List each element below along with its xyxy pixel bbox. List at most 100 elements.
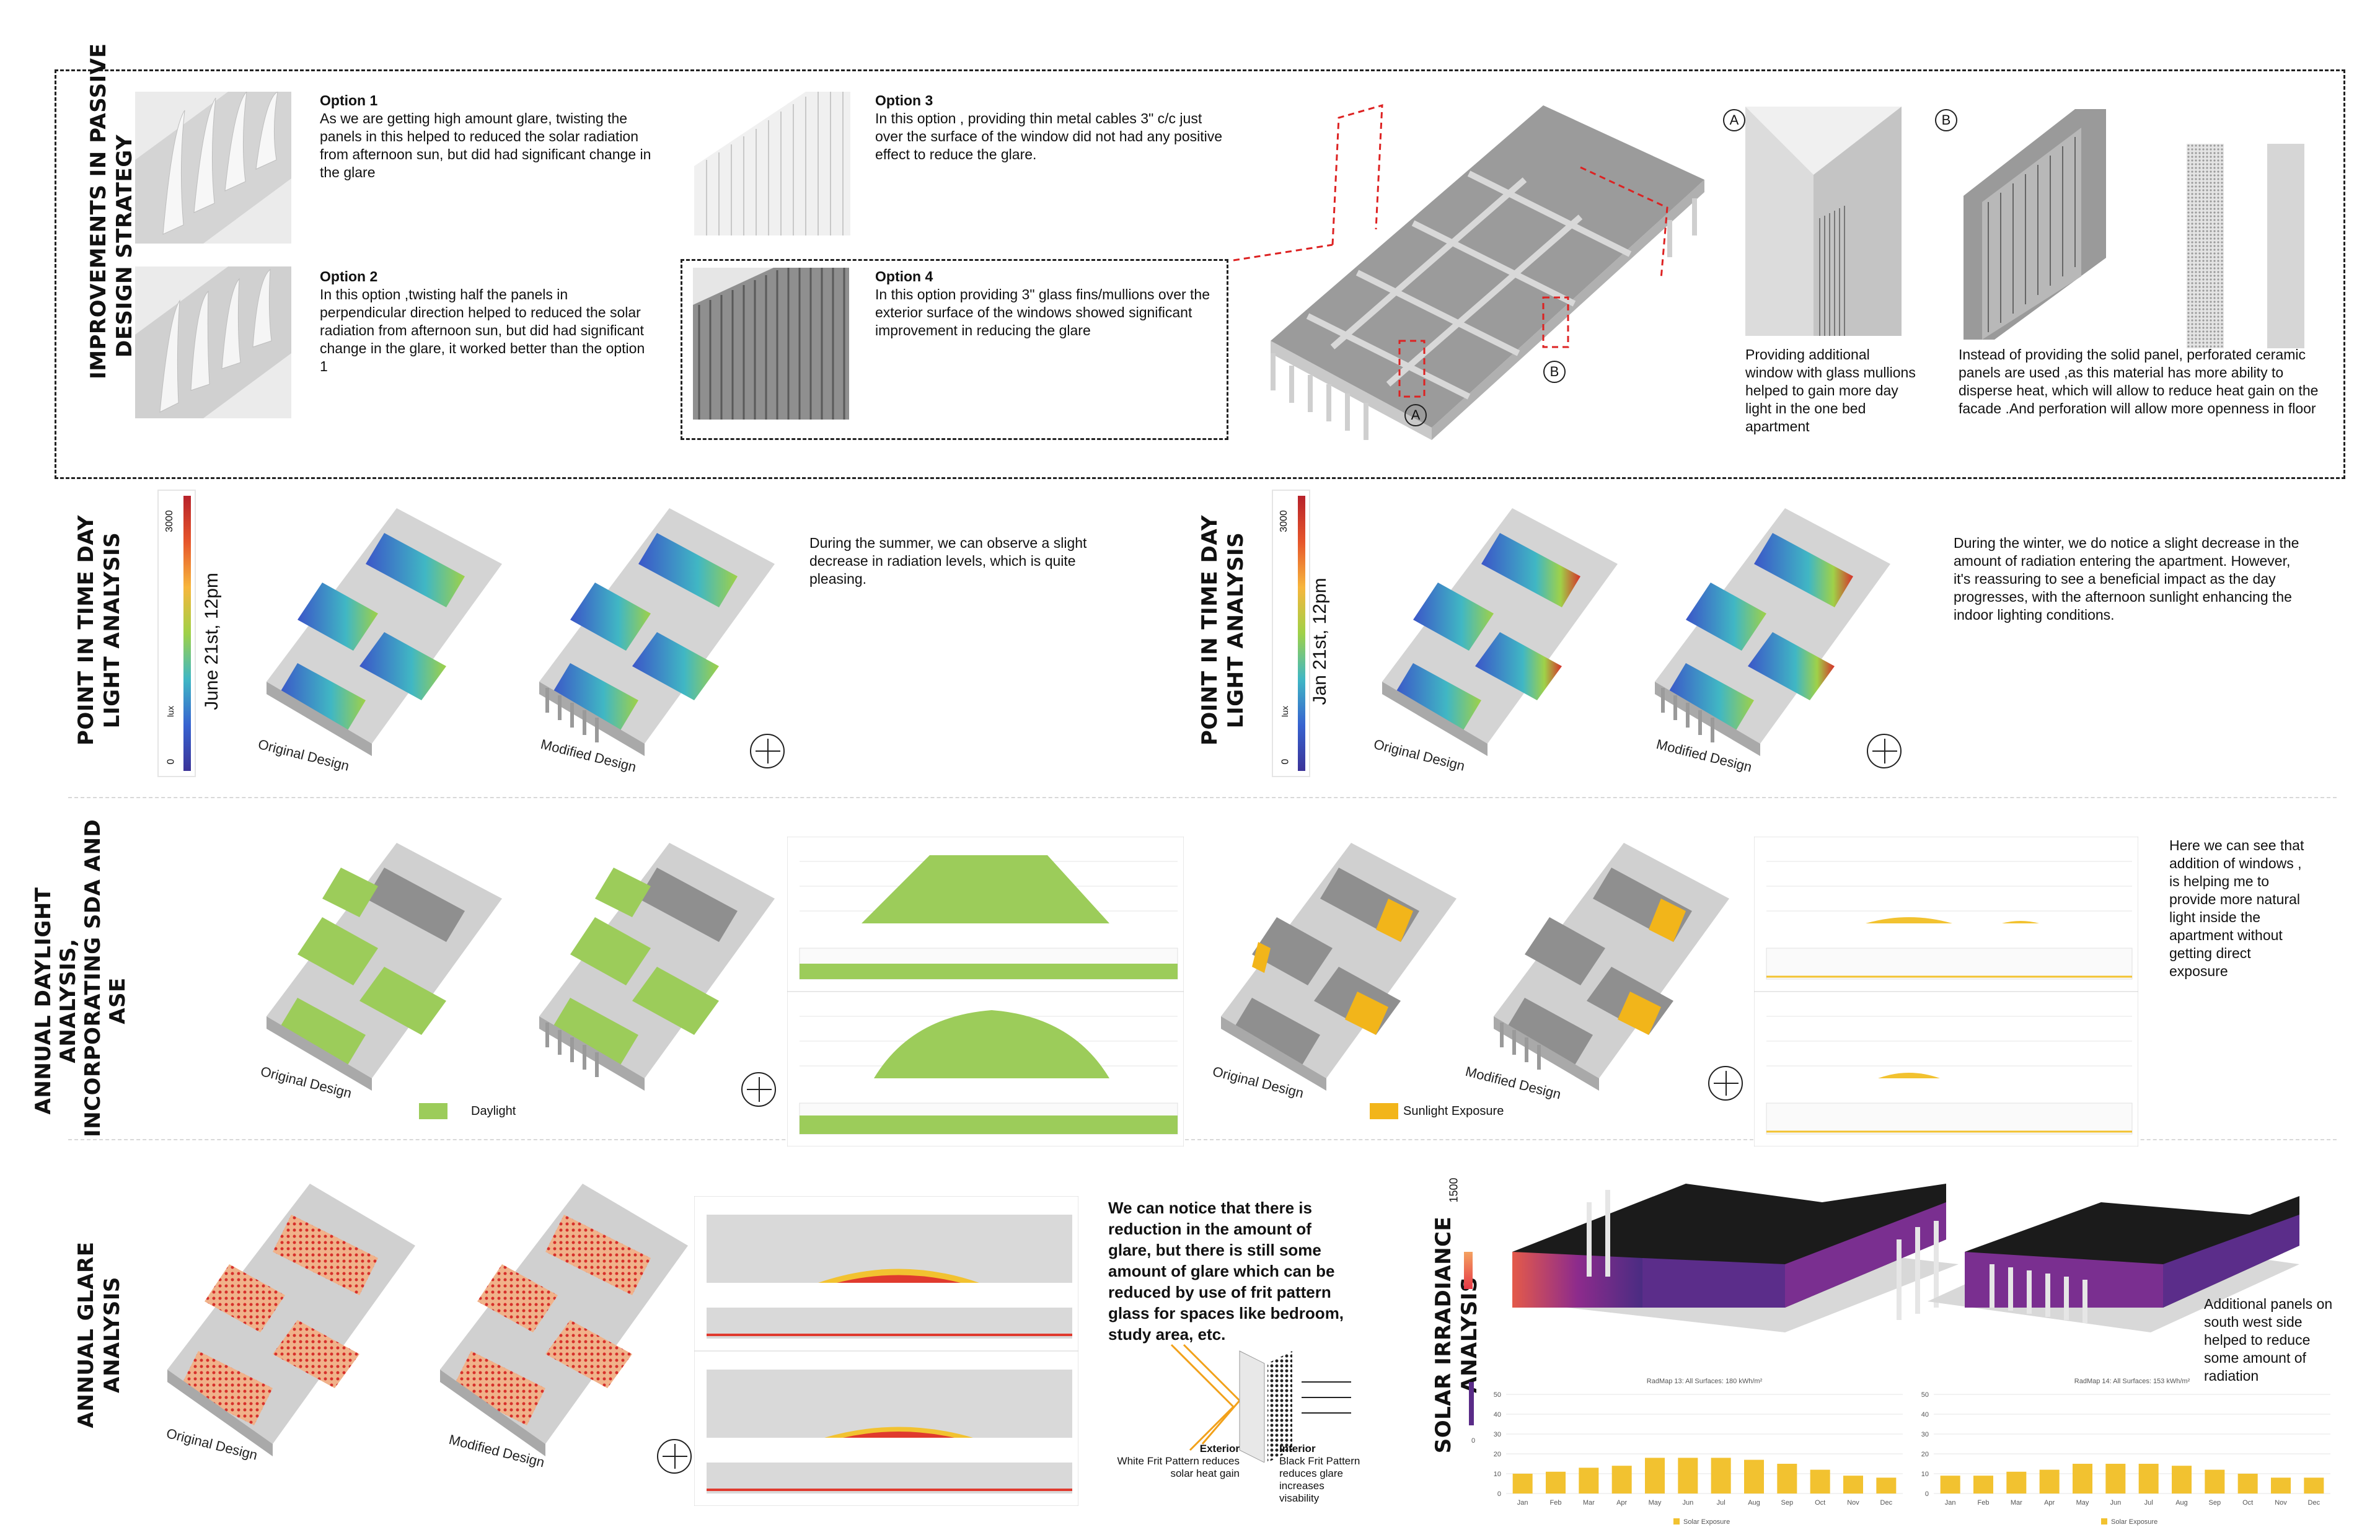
- glare-chart-original: [694, 1196, 1078, 1351]
- y-tick-label: 20: [1494, 1451, 1501, 1458]
- scale-max-winter: 3000: [1278, 510, 1289, 532]
- marker-a-plan: A: [1404, 404, 1427, 426]
- x-tick-label: Feb: [1978, 1499, 1990, 1507]
- option4-render: [693, 268, 849, 420]
- bar-jan: [1512, 1474, 1533, 1494]
- glare-text: We can notice that there is reduction in…: [1108, 1199, 1344, 1344]
- radmap-chart-modified: RadMap 14: All Surfaces: 153 kWh/m² 0102…: [1921, 1378, 2330, 1526]
- legend-sunlight-label: Sunlight Exposure: [1403, 1104, 1504, 1118]
- x-tick-label: Mar: [2011, 1499, 2022, 1507]
- bar-jun: [1678, 1458, 1698, 1494]
- bar-nov: [1843, 1476, 1863, 1494]
- option3-render: [694, 92, 850, 235]
- marker-b-plan: B: [1543, 361, 1566, 383]
- detail-b-render: [1963, 109, 2106, 340]
- winter-text: During the winter, we do notice a slight…: [1954, 535, 2299, 623]
- y-tick-label: 40: [1494, 1411, 1501, 1419]
- bar-feb: [1973, 1476, 1993, 1494]
- irradiance-scale-bar: [1464, 1252, 1473, 1289]
- pit-winter-original: [1382, 508, 1618, 756]
- ase-modified: [1494, 843, 1729, 1091]
- y-tick-label: 0: [1925, 1490, 1929, 1498]
- bar-aug: [1744, 1459, 1764, 1494]
- row3-side-text: Here we can see that addition of windows…: [2169, 837, 2304, 979]
- x-tick-label: Aug: [1748, 1499, 1760, 1507]
- option2-render: [135, 266, 291, 418]
- y-tick-label: 50: [1921, 1391, 1929, 1399]
- irradiance-model-original: [1512, 1184, 1959, 1332]
- bar-sep: [1777, 1464, 1797, 1494]
- sda-modified: [539, 843, 775, 1091]
- x-tick-label: Feb: [1550, 1499, 1562, 1507]
- scale-min-winter: 0: [1280, 759, 1291, 765]
- lux-scale-summer: [157, 490, 196, 777]
- x-tick-label: Mar: [1583, 1499, 1595, 1507]
- north-arrow-icon: [741, 1072, 776, 1107]
- bar-dec: [1876, 1477, 1897, 1494]
- ase-original: [1221, 843, 1457, 1091]
- north-arrow-icon: [1867, 734, 1902, 768]
- scale-min-summer: 0: [165, 759, 177, 765]
- divider-row2: [68, 797, 2337, 798]
- bar-apr: [1611, 1466, 1632, 1494]
- bar-aug: [2172, 1466, 2192, 1494]
- bar-apr: [2039, 1469, 2060, 1494]
- bar-may: [1645, 1458, 1665, 1494]
- x-tick-label: Sep: [2209, 1499, 2221, 1507]
- x-tick-label: Sep: [1781, 1499, 1794, 1507]
- glare-modified: [440, 1184, 688, 1456]
- legend-label-original: Solar Exposure: [1683, 1518, 1730, 1526]
- x-tick-label: Oct: [1815, 1499, 1825, 1507]
- lux-scale-winter: [1272, 490, 1310, 777]
- bar-jul: [1711, 1458, 1731, 1494]
- y-tick-label: 40: [1921, 1411, 1929, 1419]
- y-tick-label: 0: [1497, 1490, 1501, 1498]
- radmap-modified-title: RadMap 14: All Surfaces: 153 kWh/m²: [2074, 1378, 2190, 1385]
- scale-unit-summer: lux: [165, 706, 175, 717]
- irradiance-scale-max: 1500: [1447, 1177, 1460, 1203]
- x-tick-label: Apr: [2044, 1499, 2055, 1507]
- y-tick-label: 50: [1494, 1391, 1501, 1399]
- legend-label-modified: Solar Exposure: [2111, 1518, 2157, 1526]
- summer-label: June 21st, 12pm: [201, 573, 222, 710]
- bar-mar: [1579, 1467, 1599, 1494]
- irradiance-scale-bar-original: [1469, 1382, 1474, 1425]
- detail-a-render: [1745, 107, 1902, 336]
- bar-jul: [2138, 1464, 2159, 1494]
- daylight-chart-original: [787, 837, 1184, 992]
- y-tick-label: 30: [1921, 1431, 1929, 1438]
- floor-plan-isometric: [1233, 103, 1704, 440]
- passive-strategy-frame: [55, 69, 2345, 479]
- x-tick-label: Apr: [1616, 1499, 1627, 1507]
- summer-text: During the summer, we can observe a slig…: [809, 535, 1087, 587]
- bar-mar: [2006, 1471, 2027, 1494]
- pit-winter-modified: [1655, 508, 1890, 756]
- marker-b-detail: B: [1935, 109, 1957, 131]
- x-tick-label: Jul: [2144, 1499, 2153, 1507]
- frit-glass-diagram: [1170, 1344, 1351, 1463]
- y-tick-label: 10: [1494, 1471, 1501, 1478]
- north-arrow-icon: [1708, 1066, 1743, 1101]
- pit-summer-original: [267, 508, 502, 756]
- legend-sunlight-swatch: [1370, 1103, 1398, 1119]
- glare-original: [167, 1184, 415, 1456]
- glare-chart-modified: [694, 1351, 1078, 1506]
- legend-daylight-label: Daylight: [471, 1104, 516, 1118]
- y-tick-label: 20: [1921, 1451, 1929, 1458]
- radmap-original-title: RadMap 13: All Surfaces: 180 kWh/m²: [1647, 1378, 1763, 1385]
- x-tick-label: Dec: [1880, 1499, 1893, 1507]
- bar-oct: [2237, 1474, 2258, 1494]
- scale-max-summer: 3000: [164, 510, 175, 532]
- x-tick-label: Aug: [2175, 1499, 2188, 1507]
- bar-sep: [2205, 1469, 2225, 1494]
- winter-label: Jan 21st, 12pm: [1310, 578, 1330, 705]
- scale-unit-winter: lux: [1279, 706, 1290, 717]
- bar-oct: [1810, 1469, 1830, 1494]
